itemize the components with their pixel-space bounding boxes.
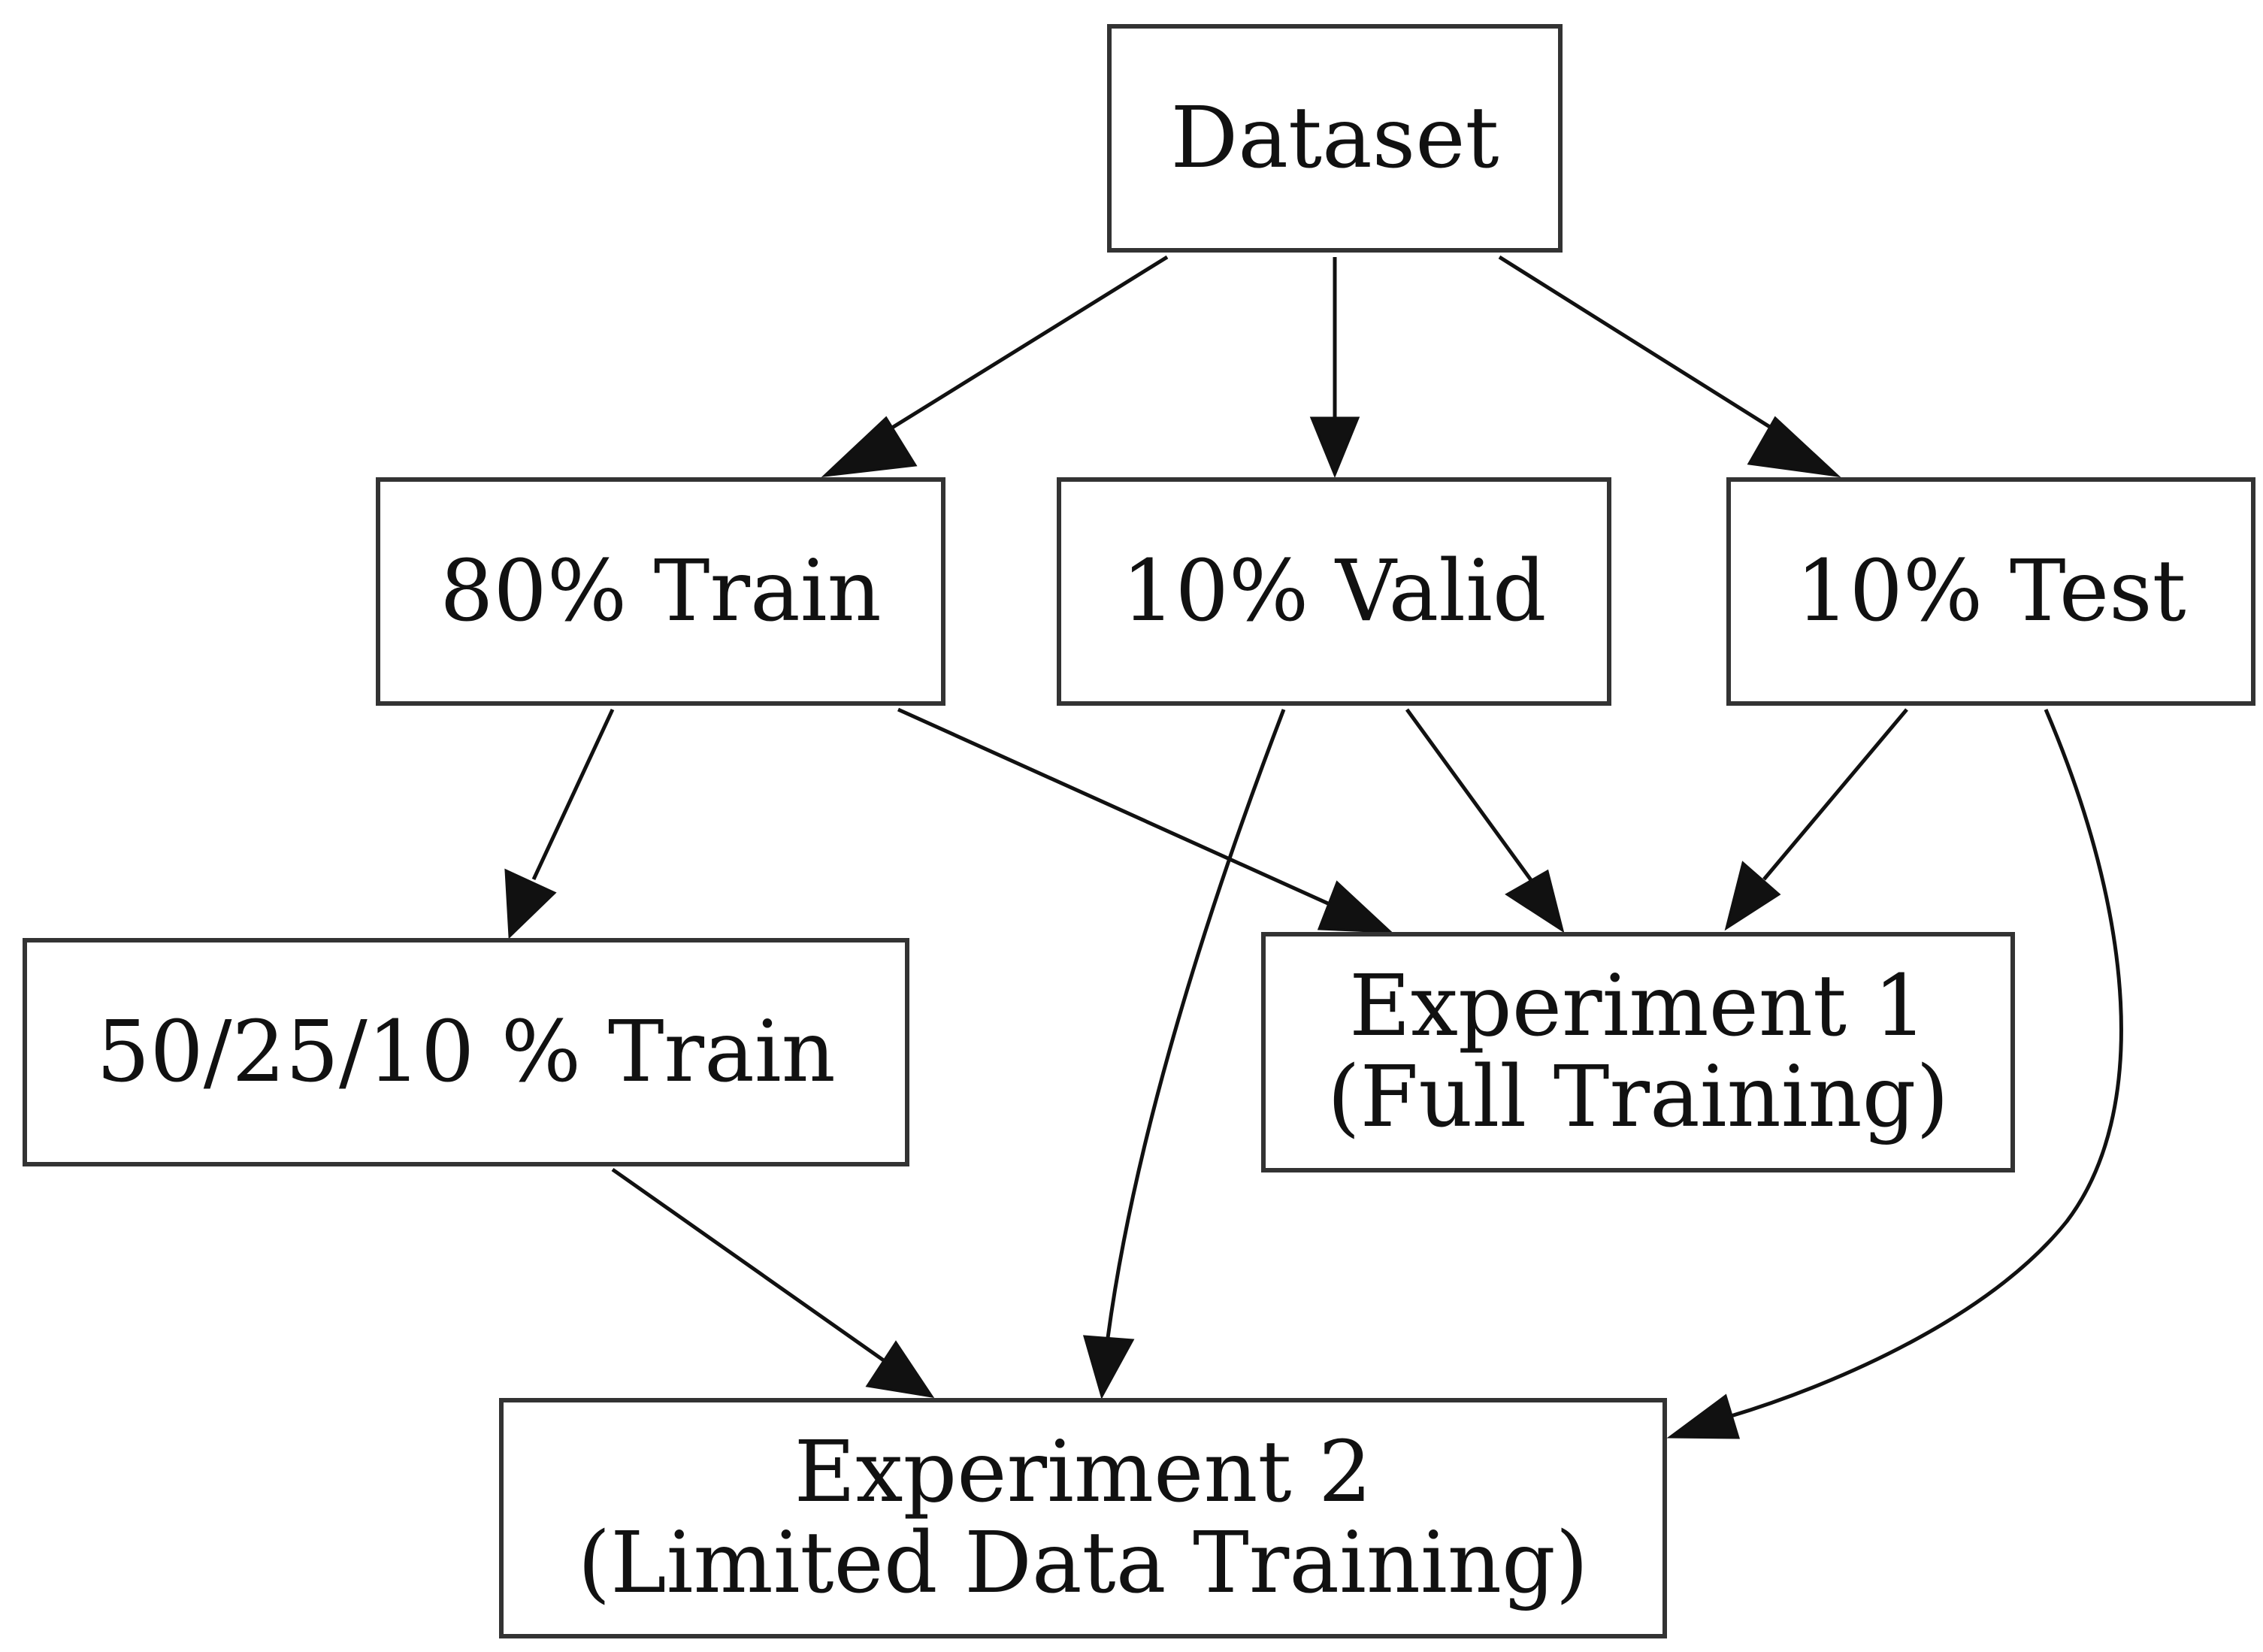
node-valid-10-label: 10% Valid <box>1121 542 1547 640</box>
node-train-subset-label: 50/25/10 % Train <box>96 1003 836 1101</box>
node-experiment-1-line2: (Full Training) <box>1327 1048 1950 1146</box>
node-dataset-label: Dataset <box>1170 89 1499 187</box>
node-valid-10: 10% Valid <box>1057 477 1611 706</box>
node-experiment-1-line1: Experiment 1 <box>1349 958 1927 1056</box>
node-test-10: 10% Test <box>1726 477 2255 706</box>
edge-dataset-test10 <box>1498 255 1841 478</box>
node-train-80-label: 80% Train <box>440 542 882 640</box>
edge-dataset-valid10 <box>1309 257 1360 478</box>
node-experiment-2-line1: Experiment 2 <box>794 1424 1372 1522</box>
node-test-10-label: 10% Test <box>1796 542 2186 640</box>
edge-train80-trainsubset <box>504 708 615 939</box>
node-dataset: Dataset <box>1107 24 1563 253</box>
edge-test10-experiment1 <box>1724 708 1908 931</box>
edge-test10-experiment2 <box>1666 709 2123 1439</box>
edge-valid10-experiment1 <box>1405 708 1565 933</box>
node-experiment-1: Experiment 1 (Full Training) <box>1261 932 2015 1172</box>
node-train-80: 80% Train <box>376 477 945 706</box>
node-experiment-2-line2: (Limited Data Training) <box>577 1514 1589 1612</box>
edge-valid10-experiment2 <box>1082 709 1286 1399</box>
edge-dataset-train80 <box>821 255 1169 478</box>
edge-trainsubset-experiment2 <box>611 1167 935 1399</box>
edge-train80-experiment1 <box>897 707 1393 933</box>
node-train-subset: 50/25/10 % Train <box>23 938 909 1166</box>
node-experiment-2: Experiment 2 (Limited Data Training) <box>499 1398 1667 1638</box>
